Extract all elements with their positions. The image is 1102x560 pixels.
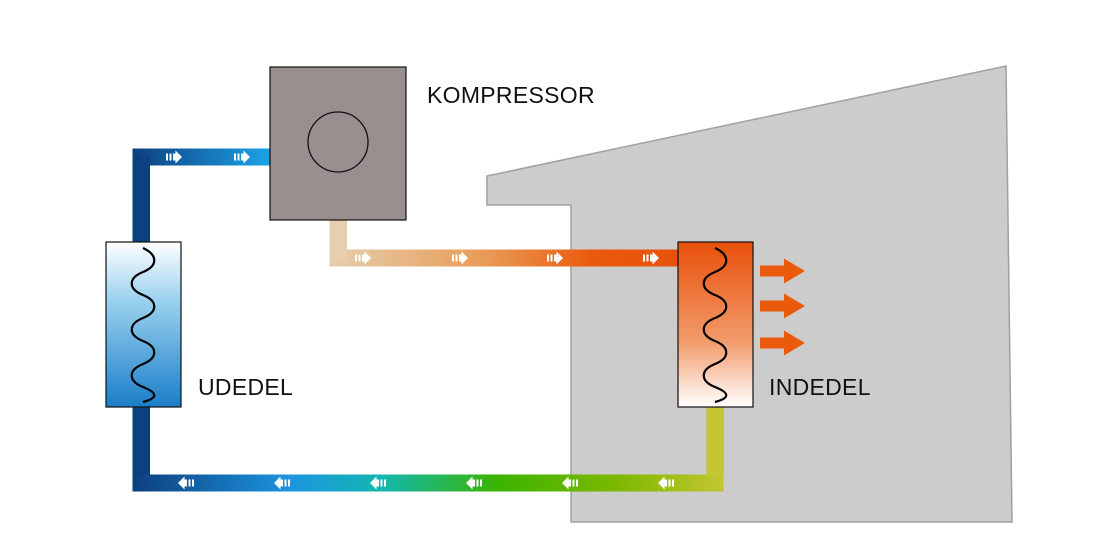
indoor-unit [677, 241, 754, 408]
coil-icon [130, 247, 156, 404]
compressor-unit [269, 66, 407, 221]
compressor-label: KOMPRESSOR [427, 82, 595, 108]
suction-pipe [132, 148, 272, 242]
compressor-motor-icon [307, 111, 369, 173]
outdoor-unit-label: UDEDEL [198, 374, 294, 400]
coil-icon [702, 247, 728, 404]
indoor-unit-label: INDEDEL [769, 374, 871, 400]
outdoor-unit [105, 241, 182, 408]
